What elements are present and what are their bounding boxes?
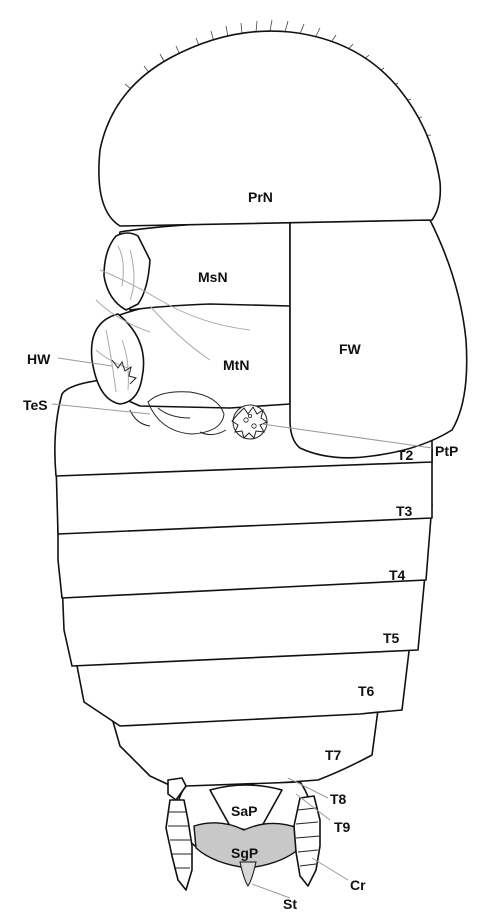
label-t5: T5 xyxy=(383,630,400,646)
label-sgp: SgP xyxy=(231,845,258,861)
label-t4: T4 xyxy=(389,567,406,583)
label-t7: T7 xyxy=(325,747,342,763)
label-tes: TeS xyxy=(23,397,48,413)
label-mtn: MtN xyxy=(223,357,249,373)
stylus xyxy=(240,862,256,886)
label-st: St xyxy=(283,896,297,912)
label-hw: HW xyxy=(27,351,51,367)
label-ptp: PtP xyxy=(435,443,458,459)
forewing xyxy=(290,220,467,458)
label-fw: FW xyxy=(339,341,362,357)
label-t3: T3 xyxy=(396,503,413,519)
label-t9: T9 xyxy=(334,819,351,835)
label-t6: T6 xyxy=(358,683,375,699)
ptp-patch xyxy=(232,405,267,439)
label-cr: Cr xyxy=(350,877,366,893)
label-t8: T8 xyxy=(330,791,347,807)
label-t2: T2 xyxy=(397,447,414,463)
label-prn: PrN xyxy=(248,189,273,205)
label-msn: MsN xyxy=(198,269,228,285)
label-sap: SaP xyxy=(231,803,257,819)
cr-leader xyxy=(312,858,348,880)
